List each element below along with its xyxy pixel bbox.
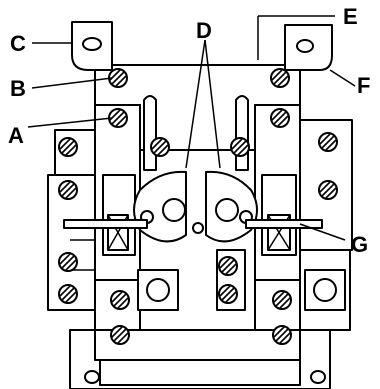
leader-d-left [185, 39, 206, 169]
label-a: A [8, 123, 24, 148]
lower-terminal-blocks [94, 249, 346, 361]
left-contact-carrier [94, 104, 141, 281]
screw-icon [218, 284, 238, 304]
screw-icon [272, 325, 292, 345]
callout-labels: C B A D E F G [8, 4, 370, 257]
moving-contact-right [205, 170, 258, 243]
screw-icon [58, 180, 78, 200]
label-c: C [10, 31, 26, 56]
screw-icon [58, 284, 78, 304]
leader-b [31, 77, 113, 89]
screw-icon [230, 137, 250, 157]
screw-icon [58, 252, 78, 272]
center-pivot [192, 222, 204, 234]
label-f: F [357, 73, 370, 98]
screw-icon [218, 256, 238, 276]
leader-a [27, 117, 113, 128]
label-g: G [351, 232, 368, 257]
screw-icon [318, 132, 338, 152]
screw-icon [58, 137, 78, 157]
screw-icon [272, 290, 292, 310]
label-d: D [196, 18, 212, 43]
contact-arms [63, 219, 323, 229]
screw-icon [270, 108, 290, 128]
leader-g [299, 223, 346, 241]
screw-icon [110, 325, 130, 345]
leader-e [257, 15, 335, 60]
moving-contact-left [133, 170, 187, 243]
screws [58, 68, 338, 345]
callout-leaders [27, 15, 356, 241]
right-contact-carrier [254, 104, 301, 281]
label-e: E [343, 4, 358, 29]
screw-icon [270, 68, 290, 88]
leader-d-right [204, 39, 221, 169]
leader-f [329, 69, 356, 87]
screw-icon [150, 137, 170, 157]
screw-icon [318, 180, 338, 200]
screw-icon [110, 290, 130, 310]
label-b: B [10, 76, 26, 101]
